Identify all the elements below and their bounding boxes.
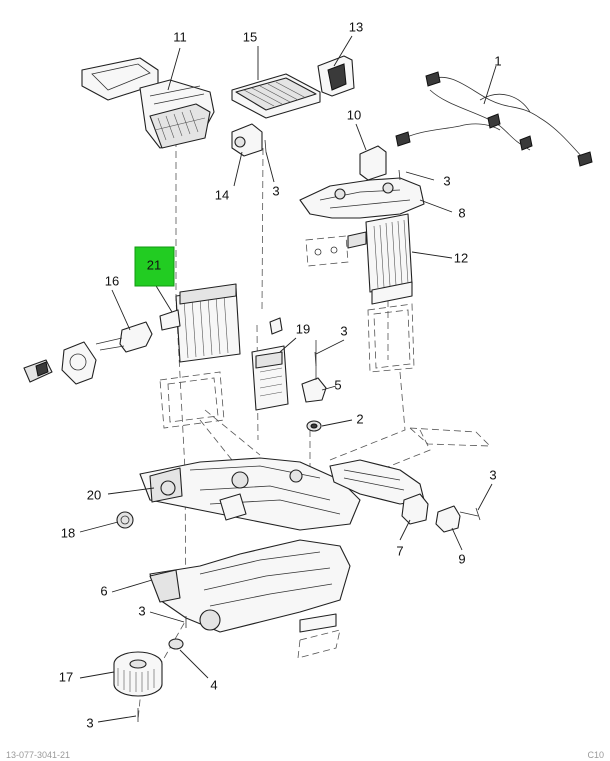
callout-1: 1 <box>494 53 501 68</box>
part-1-wiring-harness <box>395 71 593 167</box>
footer-figure-code: 13-077-3041-21 <box>6 750 71 760</box>
callout-3f: 3 <box>86 715 93 730</box>
footer-page-code: C10 <box>587 750 604 760</box>
callout-numbers: 1 2 3 3 3 3 3 3 4 5 6 7 8 9 10 11 12 13 … <box>59 19 502 730</box>
part-19-control-module <box>251 317 289 411</box>
seal-plate <box>305 235 349 267</box>
screws <box>137 139 481 722</box>
part-5-actuator <box>301 340 327 403</box>
callout-15: 15 <box>243 29 257 44</box>
callout-17: 17 <box>59 669 73 684</box>
callout-10: 10 <box>347 107 361 122</box>
part-4-seal <box>168 638 184 650</box>
distribution-duct <box>329 427 491 505</box>
evaporator-seal-frame <box>367 303 415 373</box>
part-2-grommet <box>306 420 322 432</box>
evaporator-seal <box>159 371 225 429</box>
part-17-blower-motor <box>113 651 163 697</box>
part-21-evaporator-core <box>159 283 241 363</box>
callout-5: 5 <box>334 377 341 392</box>
callout-7: 7 <box>396 543 403 558</box>
hatch-pattern <box>154 109 206 141</box>
callout-6: 6 <box>100 583 107 598</box>
callout-3e: 3 <box>138 603 145 618</box>
callout-3d: 3 <box>489 467 496 482</box>
part-20-upper-case-half <box>139 457 361 531</box>
highlight-callout-box <box>134 246 175 287</box>
part-10-actuator <box>359 145 387 181</box>
callout-11: 11 <box>173 29 187 44</box>
leader-lines <box>79 35 497 723</box>
part-16-expansion-valve <box>23 321 153 385</box>
callout-4: 4 <box>210 677 217 692</box>
callout-9: 9 <box>458 551 465 566</box>
part-7-actuator <box>401 493 429 525</box>
part-9-actuator <box>435 505 479 533</box>
callout-3c: 3 <box>340 323 347 338</box>
callout-2: 2 <box>356 411 363 426</box>
callout-19: 19 <box>296 321 310 336</box>
callout-12: 12 <box>454 250 468 265</box>
part-11-upper-case <box>81 57 215 149</box>
part-15-cabin-filter <box>231 73 321 119</box>
part-13-bracket <box>317 55 355 97</box>
callout-18: 18 <box>61 525 75 540</box>
part-8-duct-assembly <box>299 177 425 219</box>
callout-3b: 3 <box>443 173 450 188</box>
part-14-actuator <box>231 123 263 157</box>
callout-16: 16 <box>105 273 119 288</box>
part-18-plug <box>116 511 134 529</box>
callout-3a: 3 <box>272 183 279 198</box>
part-12-heater-core <box>347 213 413 305</box>
part-6-lower-case <box>149 539 351 659</box>
highlight-callout-label: 21 <box>147 257 161 272</box>
callout-13: 13 <box>349 19 363 34</box>
callout-8: 8 <box>458 205 465 220</box>
callout-20: 20 <box>87 487 101 502</box>
callout-14: 14 <box>215 187 229 202</box>
